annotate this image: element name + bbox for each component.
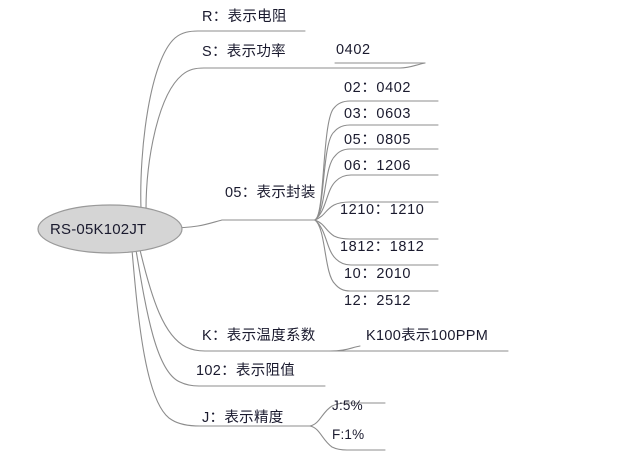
sub-label-s-0402[interactable]: 0402 xyxy=(336,42,371,58)
root-node[interactable] xyxy=(37,204,183,254)
sub-label-j5[interactable]: J:5% xyxy=(332,398,363,413)
branch-label-r[interactable]: R：表示电阻 xyxy=(202,9,287,25)
branch-label-k[interactable]: K：表示温度系数 xyxy=(202,328,316,344)
sub-label-pkg-02[interactable]: 02：0402 xyxy=(344,80,412,96)
sub-label-pkg-1210[interactable]: 1210：1210 xyxy=(340,202,425,218)
sub-label-pkg-1812[interactable]: 1812：1812 xyxy=(340,239,425,255)
branch-label-102[interactable]: 102：表示阻值 xyxy=(196,363,296,379)
sub-label-k100[interactable]: K100表示100PPM xyxy=(366,328,489,344)
branch-label-s[interactable]: S：表示功率 xyxy=(202,44,286,60)
root-node-label: RS-05K102JT xyxy=(50,221,147,238)
branch-label-package[interactable]: 05：表示封装 xyxy=(225,185,316,201)
sub-label-f1[interactable]: F:1% xyxy=(332,427,365,442)
sub-label-pkg-10[interactable]: 10：2010 xyxy=(344,266,412,282)
sub-label-pkg-03[interactable]: 03：0603 xyxy=(344,106,412,122)
branch-label-j[interactable]: J：表示精度 xyxy=(202,410,284,426)
sub-label-pkg-12[interactable]: 12：2512 xyxy=(344,293,412,309)
sub-label-pkg-06[interactable]: 06：1206 xyxy=(344,158,412,174)
sub-label-pkg-05[interactable]: 05：0805 xyxy=(344,132,412,148)
